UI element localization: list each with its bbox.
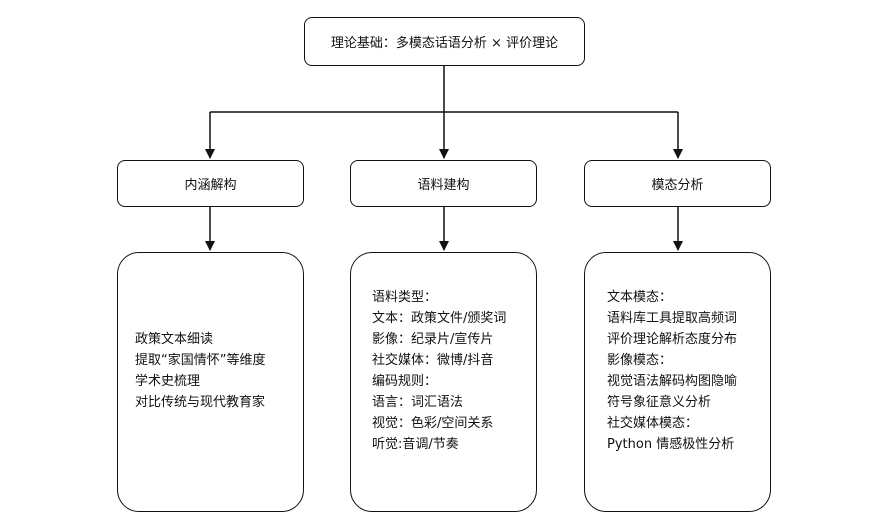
detail-line: 学术史梳理 — [135, 374, 201, 389]
detail-line: 对比传统与现代教育家 — [135, 395, 266, 410]
detail-line: 评价理论解析态度分布 — [607, 332, 738, 347]
detail-node-corpus: 语料类型： 文本：政策文件/颁奖词 影像：纪录片/宣传片 社交媒体：微博/抖音 … — [350, 252, 537, 512]
detail-line: 社交媒体模态： — [607, 416, 699, 431]
detail-line: 编码规则： — [372, 374, 438, 389]
detail-line: 文本模态： — [607, 290, 673, 305]
root-node: 理论基础：多模态话语分析 × 评价理论 — [304, 17, 585, 66]
detail-line: 符号象征意义分析 — [607, 395, 712, 410]
detail-line: Python 情感极性分析 — [607, 437, 735, 452]
category-node-corpus: 语料建构 — [350, 160, 537, 207]
detail-lines: 文本模态： 语料库工具提取高频词 评价理论解析态度分布 影像模态： 视觉语法解码… — [607, 287, 737, 455]
detail-line: 视觉语法解码构图隐喻 — [607, 374, 738, 389]
detail-node-modality: 文本模态： 语料库工具提取高频词 评价理论解析态度分布 影像模态： 视觉语法解码… — [584, 252, 771, 512]
category-node-connotation: 内涵解构 — [117, 160, 304, 207]
category-label: 内涵解构 — [184, 178, 237, 193]
category-node-modality: 模态分析 — [584, 160, 771, 207]
detail-lines: 语料类型： 文本：政策文件/颁奖词 影像：纪录片/宣传片 社交媒体：微博/抖音 … — [372, 287, 506, 455]
detail-line: 提取“家国情怀”等维度 — [135, 353, 266, 368]
root-label: 理论基础：多模态话语分析 × 评价理论 — [330, 36, 559, 51]
detail-line: 语言：词汇语法 — [372, 395, 464, 410]
detail-line: 政策文本细读 — [135, 332, 214, 347]
detail-line: 影像模态： — [607, 353, 673, 368]
detail-line: 语料库工具提取高频词 — [607, 311, 738, 326]
category-label: 模态分析 — [651, 178, 704, 193]
detail-line: 文本：政策文件/颁奖词 — [372, 311, 507, 326]
detail-line: 社交媒体：微博/抖音 — [372, 353, 494, 368]
detail-line: 听觉:音调/节奏 — [372, 437, 459, 452]
detail-lines: 政策文本细读 提取“家国情怀”等维度 学术史梳理 对比传统与现代教育家 — [135, 329, 265, 413]
detail-line: 语料类型： — [372, 290, 438, 305]
detail-line: 影像：纪录片/宣传片 — [372, 332, 494, 347]
category-label: 语料建构 — [417, 178, 470, 193]
detail-line: 视觉：色彩/空间关系 — [372, 416, 494, 431]
detail-node-connotation: 政策文本细读 提取“家国情怀”等维度 学术史梳理 对比传统与现代教育家 — [117, 252, 304, 512]
